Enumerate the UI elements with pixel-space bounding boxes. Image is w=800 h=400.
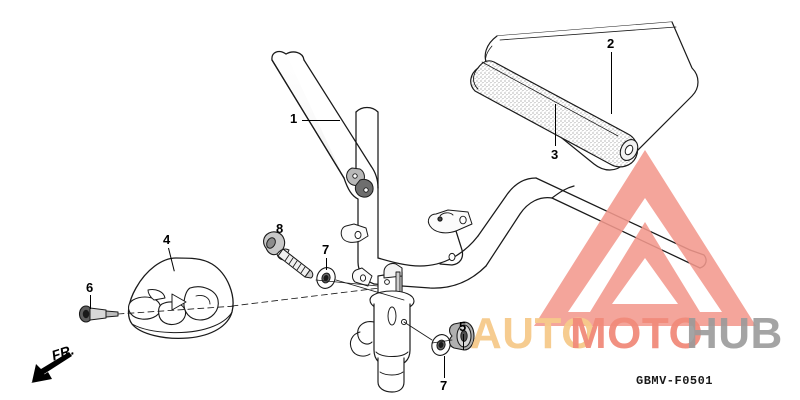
callout-1: 1 [290, 111, 298, 126]
part-flange-bolt [263, 231, 314, 279]
callout-3: 3 [551, 147, 559, 162]
handlebar-cable-clamps [340, 167, 473, 287]
leader-line-5 [463, 334, 464, 350]
callout-5: 5 [459, 319, 467, 334]
leader-line-6 [90, 295, 91, 309]
callout-6: 6 [86, 280, 94, 295]
leader-line-4 [168, 247, 175, 272]
callout-7-upper: 7 [322, 242, 330, 257]
leader-line-7-lower [444, 356, 445, 378]
part-nut [449, 321, 475, 351]
part-flange-screw [78, 305, 119, 323]
part-upper-cover [127, 257, 234, 340]
leader-line-7-upper [326, 258, 327, 270]
callout-4: 4 [163, 232, 171, 247]
callout-2: 2 [607, 36, 615, 51]
front-direction-arrow [31, 352, 72, 383]
leader-line-2 [611, 52, 612, 114]
callout-7-lower: 7 [440, 378, 448, 393]
callout-8: 8 [276, 221, 284, 236]
leader-line-1 [302, 120, 340, 121]
diagram-code: GBMV-F0501 [636, 374, 714, 388]
leader-line-3 [555, 104, 556, 146]
